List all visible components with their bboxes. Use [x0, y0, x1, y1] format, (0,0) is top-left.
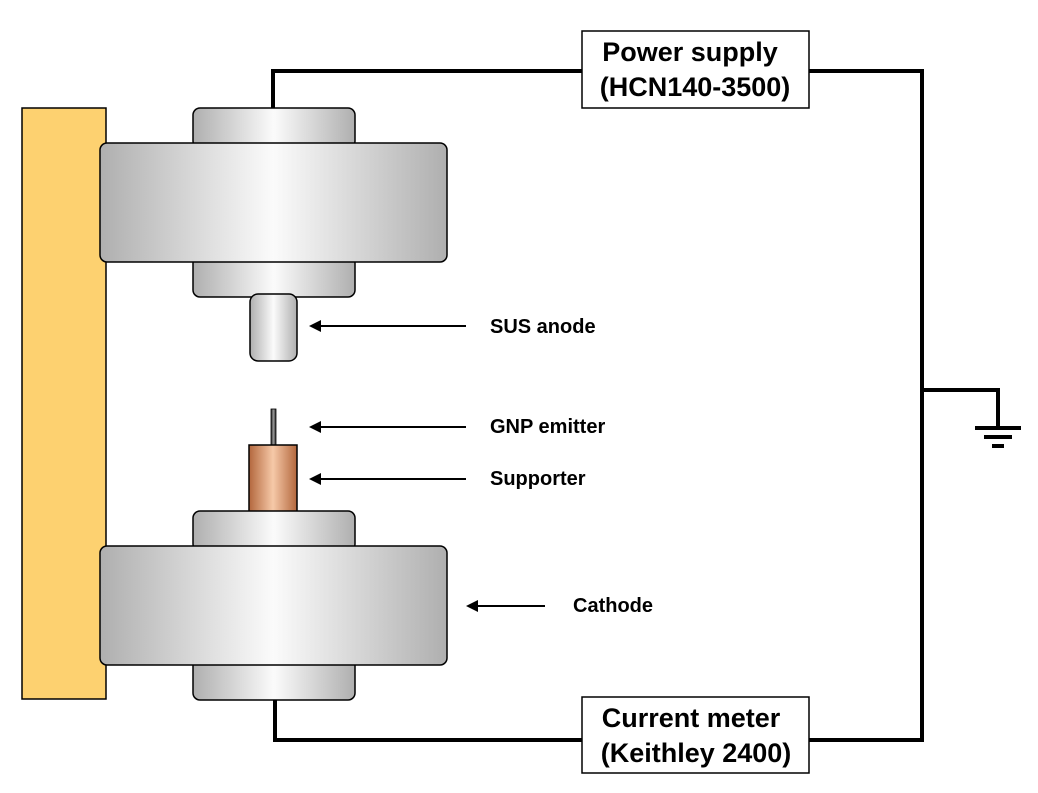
- wire-current-meter-to-cathode: [273, 700, 584, 742]
- arrow-left-icon: [309, 473, 466, 485]
- current-meter-box: Current meter (Keithley 2400): [581, 696, 810, 774]
- power-supply-model: (HCN140-3500): [600, 72, 791, 102]
- wire-power-supply-to-right-rail: [808, 69, 924, 742]
- arrow-left-icon: [466, 600, 545, 612]
- gnp-emitter: [270, 408, 277, 447]
- current-meter-title: Current meter: [602, 703, 781, 733]
- wire-to-ground: [922, 388, 1000, 426]
- cathode-holder-body: [99, 545, 448, 666]
- mounting-plate: [21, 107, 107, 700]
- cathode-holder-top-cap: [192, 510, 356, 552]
- label-sus-anode: SUS anode: [490, 316, 596, 338]
- supporter: [248, 444, 298, 514]
- current-meter-model: (Keithley 2400): [601, 738, 792, 768]
- anode-holder-top-cap: [192, 107, 356, 149]
- ground-symbol-icon: [975, 426, 1021, 448]
- label-cathode: Cathode: [573, 595, 653, 617]
- anode-holder-body: [99, 142, 448, 263]
- label-supporter: Supporter: [490, 468, 586, 490]
- sus-anode: [249, 293, 298, 362]
- circuit-wires: [271, 69, 1000, 742]
- arrow-left-icon: [309, 421, 466, 433]
- anode-assembly: [99, 107, 448, 362]
- wire-anode-to-power-supply: [271, 69, 584, 108]
- pointer-arrows: [309, 320, 545, 612]
- arrow-left-icon: [309, 320, 466, 332]
- power-supply-title: Power supply: [602, 37, 778, 67]
- cathode-assembly: [99, 408, 448, 701]
- component-labels: SUS anode GNP emitter Supporter Cathode: [490, 316, 653, 617]
- power-supply-box: Power supply (HCN140-3500): [581, 30, 810, 109]
- label-gnp-emitter: GNP emitter: [490, 416, 605, 438]
